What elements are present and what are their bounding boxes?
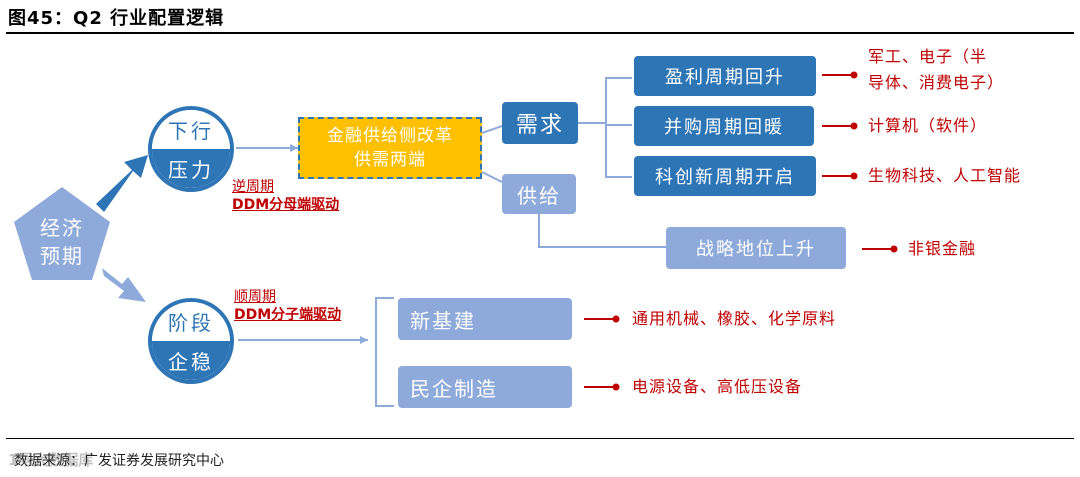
ddm-numerator-text: DDM分子端驱动 bbox=[234, 307, 342, 323]
arrow-to-stable bbox=[102, 268, 146, 302]
procyclical-text: 顺周期 bbox=[234, 289, 276, 305]
strategic-position-box: 战略地位上升 bbox=[666, 227, 846, 269]
red-connector-innovation bbox=[822, 172, 858, 180]
title-divider bbox=[6, 32, 1074, 34]
economy-pentagon bbox=[14, 187, 110, 280]
red-connector-strategic bbox=[862, 245, 898, 253]
reform-demand-line bbox=[481, 125, 503, 134]
countercyclical-text: 逆周期 bbox=[232, 179, 274, 195]
countercyclical-label: 逆周期 DDM分母端驱动 bbox=[232, 178, 339, 214]
red-connector-profit bbox=[822, 71, 858, 79]
outcome-biotech-ai: 生物科技、人工智能 bbox=[868, 166, 1022, 185]
outcome-power-equipment: 电源设备、高低压设备 bbox=[632, 377, 803, 396]
figure-title: 图45：Q2 行业配置逻辑 bbox=[8, 8, 225, 29]
innovation-cycle-box: 科创新周期开启 bbox=[634, 156, 816, 196]
financial-reform-box: 金融供给侧改革 供需两端 bbox=[298, 117, 482, 179]
procyclical-label: 顺周期 DDM分子端驱动 bbox=[234, 288, 341, 324]
source-note: 数据来源：广发证券发展研究中心 bbox=[14, 453, 224, 469]
new-infrastructure-box: 新基建 bbox=[398, 298, 572, 340]
watermark: 1号大数据库 bbox=[8, 451, 94, 469]
demand-bracket bbox=[605, 77, 632, 178]
outcome-nonbank-finance: 非银金融 bbox=[908, 239, 977, 258]
downward-pressure-top: 下行 bbox=[152, 110, 230, 152]
outcome-machinery-chemicals: 通用机械、橡胶、化学原料 bbox=[632, 309, 837, 328]
red-connector-infra bbox=[584, 315, 620, 323]
supply-strategic-line bbox=[538, 213, 666, 248]
economy-expectation-label: 经济 预期 bbox=[40, 216, 84, 268]
supply-box: 供给 bbox=[502, 174, 576, 214]
downward-pressure-bottom: 压力 bbox=[152, 149, 230, 188]
stabilization-circle: 阶段 企稳 bbox=[148, 298, 234, 384]
profit-cycle-box: 盈利周期回升 bbox=[634, 56, 816, 96]
private-manufacturing-box: 民企制造 bbox=[398, 366, 572, 408]
arrow-to-pressure bbox=[96, 155, 148, 212]
reform-supply-line bbox=[481, 171, 503, 183]
stabilization-bottom: 企稳 bbox=[152, 341, 230, 380]
outcome-computer-software: 计算机（软件） bbox=[868, 116, 988, 135]
stabilization-top: 阶段 bbox=[152, 302, 230, 344]
demand-box: 需求 bbox=[502, 102, 578, 144]
downward-pressure-circle: 下行 压力 bbox=[148, 106, 234, 192]
ddm-denominator-text: DDM分母端驱动 bbox=[232, 197, 340, 213]
red-connector-merger bbox=[822, 122, 858, 130]
red-connector-private bbox=[584, 383, 620, 391]
merger-cycle-box: 并购周期回暖 bbox=[634, 106, 814, 146]
footer-divider bbox=[6, 438, 1074, 439]
outcome-military-electronics: 军工、电子（半 导体、消费电子） bbox=[868, 47, 1005, 92]
stable-bracket bbox=[375, 297, 394, 407]
